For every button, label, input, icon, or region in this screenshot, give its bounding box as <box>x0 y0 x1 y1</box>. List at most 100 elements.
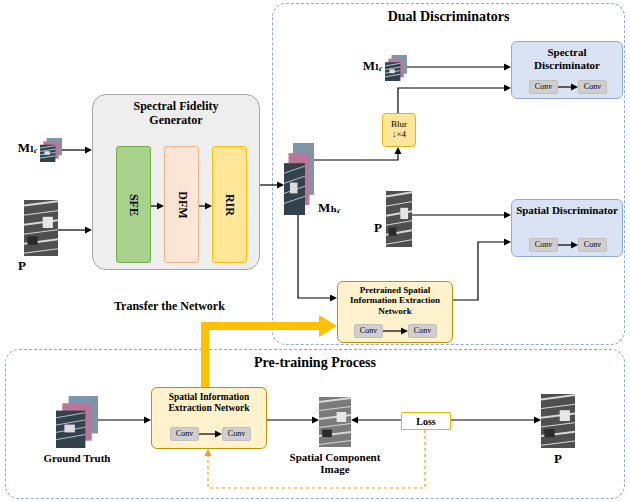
image-thumbnail: Ground Truth <box>56 396 98 448</box>
box-title: Spatial Information Extraction Network <box>156 392 262 414</box>
module-name: DFM <box>175 191 189 218</box>
box-label: Conv <box>228 430 245 439</box>
box-label: Conv <box>584 241 601 250</box>
box-label: Conv <box>414 327 431 336</box>
connector-line <box>383 330 403 331</box>
box-title: Spectral Fidelity Generator <box>113 100 239 128</box>
arrow-head <box>144 417 151 424</box>
image-label: P <box>374 221 382 235</box>
box-label: Blur <box>391 120 407 130</box>
image-picture <box>56 396 98 448</box>
conv-layer: Conv <box>354 324 383 338</box>
connector <box>58 227 92 234</box>
box-label: Conv <box>176 430 193 439</box>
connector <box>298 215 337 302</box>
connector <box>383 328 408 335</box>
generator-box: Spectral Fidelity GeneratorSFE DFM RIR <box>92 94 260 270</box>
module-bar: DFM <box>164 146 199 263</box>
dashed-region: Dual DiscriminatorsMₗᵣSpectral Discrimin… <box>272 3 625 345</box>
arrow-head <box>571 242 578 249</box>
connector-line <box>208 430 425 488</box>
connector <box>351 417 401 424</box>
arrow-head <box>504 85 511 92</box>
box-label: Conv <box>360 327 377 336</box>
image-thumbnail: Mₗᵣ <box>40 138 62 162</box>
connector <box>407 64 511 71</box>
connector-line <box>407 66 506 67</box>
region-title: Dual Discriminators <box>273 4 624 25</box>
box-label: Conv <box>584 83 601 92</box>
connector <box>314 147 402 160</box>
arrow-head <box>504 239 511 246</box>
box-label: Conv <box>535 241 552 250</box>
connector-line <box>398 88 506 113</box>
discriminator-box: Spatial DiscriminatorConv Conv <box>511 199 623 257</box>
connector-line <box>356 419 401 420</box>
box-label: ↓×4 <box>392 130 406 140</box>
arrow-head <box>319 315 337 337</box>
conv-layer: Conv <box>529 80 558 94</box>
dashed-region: Pre-training ProcessGround TruthSpatial … <box>5 349 625 499</box>
image-picture <box>386 191 412 247</box>
box-title: Spatial Discriminator <box>516 204 618 217</box>
image-picture <box>541 394 575 448</box>
connector-line <box>260 184 279 185</box>
module-bar: SFE <box>116 146 151 263</box>
arrow-head <box>312 417 319 424</box>
connector-line <box>412 214 506 215</box>
network-box: Spatial Information Extraction NetworkCo… <box>151 387 267 449</box>
conv-layer: Conv <box>222 427 251 441</box>
image-label: P <box>554 452 562 466</box>
arrow-head <box>504 212 511 219</box>
image-label: Ground Truth <box>44 452 111 464</box>
conv-layer: Conv <box>578 80 607 94</box>
connector-line <box>199 433 217 434</box>
network-box: Pretrained Spatial Information Extractio… <box>337 281 453 343</box>
box-label: Loss <box>416 416 435 427</box>
image-picture <box>319 397 351 447</box>
arrow-head <box>351 417 358 424</box>
arrow-head <box>205 203 212 210</box>
connector <box>412 212 511 219</box>
connector-line <box>453 242 506 300</box>
image-thumbnail: Mₗᵣ <box>385 55 407 81</box>
arrow-head <box>277 182 284 189</box>
arrow-head <box>571 84 578 91</box>
image-label: Mₗᵣ <box>363 59 382 73</box>
arrow-head <box>85 147 92 154</box>
image-picture <box>284 143 314 215</box>
region-title: Pre-training Process <box>6 350 624 371</box>
connector <box>453 239 511 301</box>
connector-line <box>58 229 87 230</box>
box-title: Pretrained Spatial Information Extractio… <box>342 285 448 316</box>
conv-layer: Conv <box>408 324 437 338</box>
module-name: SFE <box>127 193 141 215</box>
box-label: Conv <box>535 83 552 92</box>
loss-box: Loss <box>401 412 451 430</box>
module-bar: RIR <box>212 146 247 263</box>
arrow-head <box>85 227 92 234</box>
arrow-head <box>330 295 337 302</box>
image-label: Mₗᵣ <box>18 141 37 155</box>
connector <box>558 242 578 249</box>
connector-line <box>558 86 573 87</box>
connector <box>260 182 284 189</box>
image-label: P <box>18 259 26 273</box>
connector <box>267 417 319 424</box>
edge-label: Transfer the Network <box>112 300 227 313</box>
connector-line <box>205 326 324 387</box>
blur-box: Blur↓×4 <box>382 113 416 147</box>
connector <box>398 85 511 114</box>
connector-line <box>451 419 536 420</box>
conv-layer: Conv <box>578 238 607 252</box>
arrow-head <box>395 147 402 154</box>
image-thumbnail: P <box>541 394 575 448</box>
image-label: Spatial Component Image <box>280 451 390 475</box>
arrow-head <box>215 431 222 438</box>
image-picture <box>385 55 407 81</box>
module-name: RIR <box>223 193 237 215</box>
image-thumbnail: Mₕᵣ <box>284 143 314 215</box>
image-thumbnail: P <box>24 200 58 256</box>
